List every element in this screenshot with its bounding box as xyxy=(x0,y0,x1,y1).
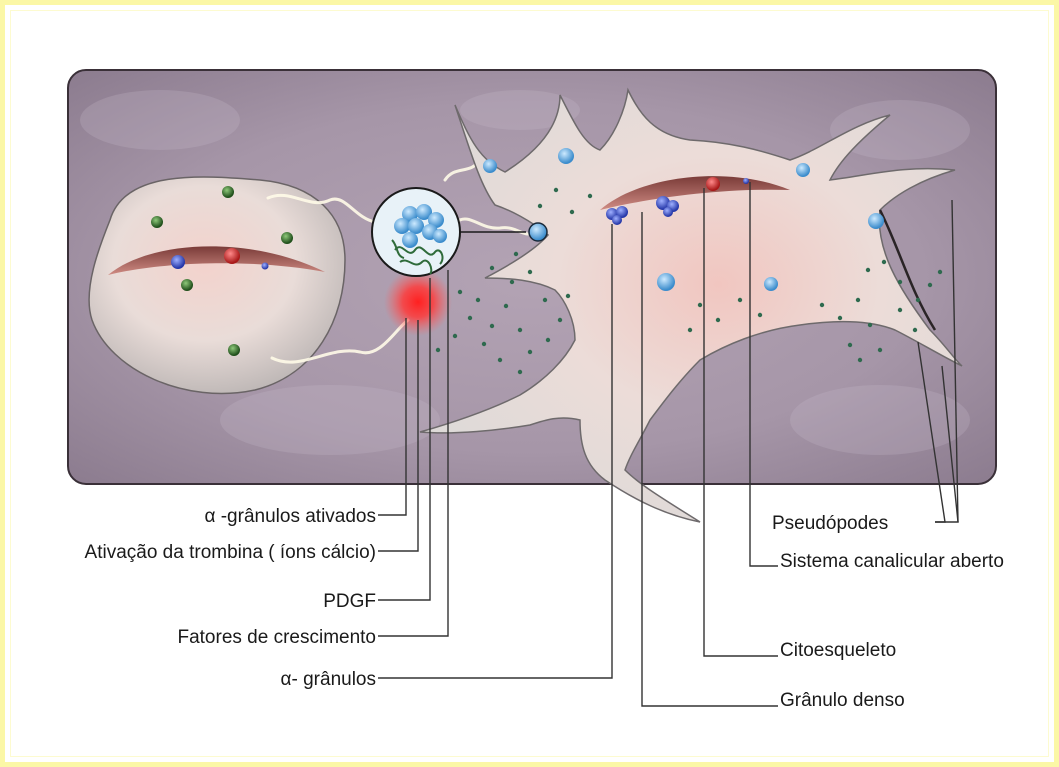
label-dense-granule: Grânulo denso xyxy=(780,690,905,711)
alpha-granule xyxy=(868,213,884,229)
alpha-granule xyxy=(483,159,497,173)
green-granule xyxy=(151,216,163,228)
label-cytoskeleton: Citoesqueleto xyxy=(780,640,896,661)
alpha-granule-highlighted xyxy=(529,223,547,241)
label-alpha-granules: α- grânulos xyxy=(281,669,376,690)
label-open-canalicular-system: Sistema canalicular aberto xyxy=(780,551,1004,572)
green-granule xyxy=(228,344,240,356)
dense-granule xyxy=(743,178,749,184)
alpha-granule xyxy=(764,277,778,291)
dense-granule xyxy=(262,263,269,270)
red-granule xyxy=(224,248,240,264)
label-thrombin-activation: Ativação da trombina ( íons cálcio) xyxy=(85,542,376,563)
label-pdgf: PDGF xyxy=(323,591,376,612)
green-granule xyxy=(181,279,193,291)
label-alpha-granules-activated: α -grânulos ativados xyxy=(204,506,376,527)
label-growth-factors: Fatores de crescimento xyxy=(177,627,376,648)
label-pseudopods: Pseudópodes xyxy=(772,513,888,534)
alpha-granule xyxy=(657,273,675,291)
red-granule xyxy=(706,177,720,191)
alpha-granule xyxy=(558,148,574,164)
green-granule xyxy=(281,232,293,244)
alpha-granule xyxy=(796,163,810,177)
dense-granule xyxy=(171,255,185,269)
green-granule xyxy=(222,186,234,198)
